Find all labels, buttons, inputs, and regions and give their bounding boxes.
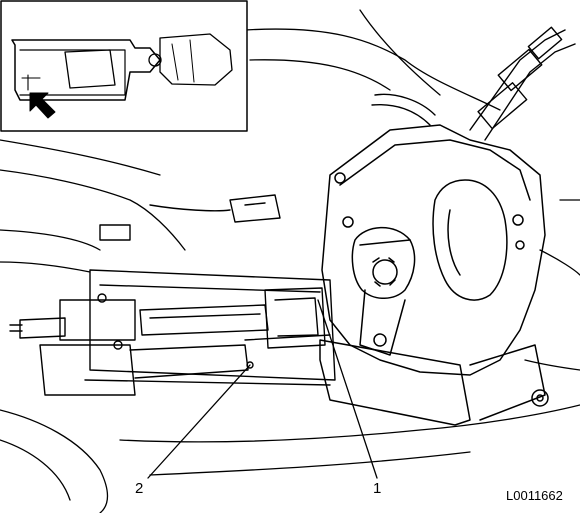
shift-lever-housing (321, 124, 546, 376)
figure-id-label: L0011662 (506, 488, 563, 503)
detail-inset (0, 0, 248, 132)
callout-label-1: 1 (373, 480, 382, 497)
callout-label-2: 2 (135, 480, 144, 497)
connector-plug (99, 194, 281, 241)
leader-line-1 (317, 299, 378, 479)
leader-line-2 (147, 364, 251, 479)
arrow-pointer-icon (29, 92, 56, 119)
base-plate (319, 339, 549, 426)
vehicle-body-outline (0, 9, 580, 513)
wiring-harness (371, 26, 576, 141)
selector-cable-assembly (9, 269, 336, 396)
